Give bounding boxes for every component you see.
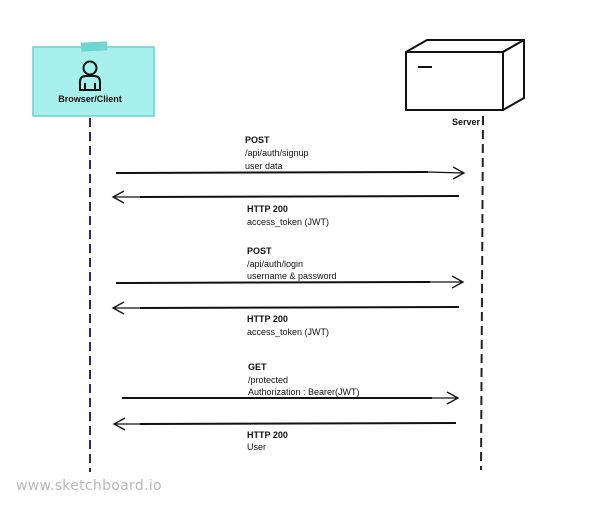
response-arrowhead [111, 301, 125, 315]
message-protected-request[interactable]: GET /protected Authorization : Bearer(JW… [122, 362, 460, 405]
response-arrow [139, 422, 457, 425]
request-arrowhead [452, 166, 466, 180]
message-signup-response[interactable]: HTTP 200 access_token (JWT) [111, 190, 460, 227]
response-status: HTTP 200 [247, 430, 288, 440]
message-protected-response[interactable]: HTTP 200 User [112, 417, 457, 452]
request-arrowhead [451, 275, 465, 289]
client-tape [80, 41, 108, 52]
server-box-icon [405, 39, 525, 111]
client-box [32, 46, 155, 117]
message-login-response[interactable]: HTTP 200 access_token (JWT) [111, 301, 460, 337]
response-arrowhead [111, 190, 125, 204]
message-payload: username & password [247, 271, 337, 281]
response-body: access_token (JWT) [247, 217, 329, 227]
message-path: /api/auth/signup [245, 148, 309, 158]
server-label: Server [452, 117, 481, 127]
sketchboard-watermark: www.sketchboard.io [16, 478, 162, 494]
response-status: HTTP 200 [247, 204, 288, 214]
response-arrow [139, 306, 460, 309]
user-icon [79, 60, 101, 91]
request-arrow-tail [427, 171, 464, 174]
server-lifeline [480, 115, 484, 471]
message-path: /protected [248, 375, 288, 385]
response-body: User [247, 442, 266, 452]
response-body: access_token (JWT) [247, 327, 329, 337]
response-arrow [139, 195, 460, 198]
client-participant[interactable]: Browser/Client [32, 41, 155, 117]
client-label: Browser/Client [58, 94, 122, 104]
message-signup-request[interactable]: POST /api/auth/signup user data [115, 135, 466, 180]
message-method: POST [245, 135, 270, 145]
message-payload: user data [245, 161, 283, 171]
message-login-request[interactable]: POST /api/auth/login username & password [115, 246, 465, 289]
response-status: HTTP 200 [247, 314, 288, 324]
request-arrowhead [446, 391, 460, 405]
request-arrow [115, 281, 431, 284]
message-method: POST [247, 246, 272, 256]
request-arrow [115, 171, 429, 174]
message-payload: Authorization : Bearer(JWT) [248, 387, 360, 397]
response-arrowhead [112, 417, 126, 431]
message-path: /api/auth/login [247, 259, 303, 269]
server-participant[interactable]: Server [405, 39, 525, 127]
message-method: GET [248, 362, 267, 372]
